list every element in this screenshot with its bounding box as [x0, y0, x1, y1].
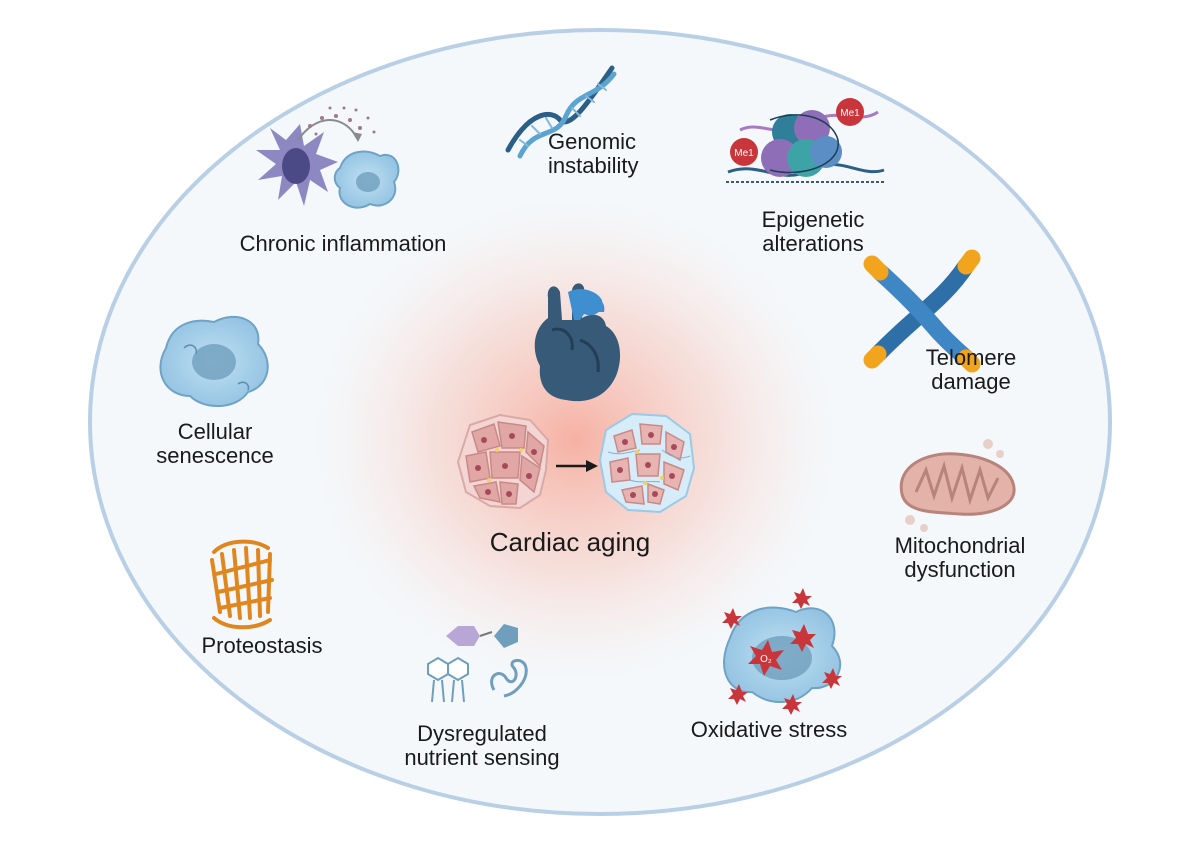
mitochondrion-icon: [899, 439, 1016, 532]
myocardium-young-icon: [456, 413, 550, 510]
label-mitochondrial-dysfunction: Mitochondrial dysfunction: [880, 534, 1040, 582]
label-line: dysfunction: [904, 557, 1016, 582]
label-line: Chronic inflammation: [239, 231, 447, 256]
label-epigenetic-alterations: Epigenetic alterations: [748, 208, 878, 256]
oxidative-cell-icon: [723, 606, 842, 704]
myocardium-aged-icon: [598, 412, 696, 514]
immune-cell-icon: [256, 124, 338, 206]
chromosome-icon: [863, 249, 981, 373]
nutrient-molecules-icon: [427, 624, 528, 703]
label-line: Cellular: [177, 419, 253, 444]
label-chronic-inflammation: Chronic inflammation: [228, 232, 458, 256]
label-line: Epigenetic: [761, 207, 865, 232]
ros-label: O₂: [760, 654, 772, 665]
label-nutrient-sensing: Dysregulated nutrient sensing: [392, 722, 572, 770]
label-line: alterations: [762, 231, 864, 256]
dna-helix-icon: [505, 65, 617, 159]
label-line: senescence: [156, 443, 274, 468]
label-line: Oxidative stress: [690, 717, 848, 742]
label-line: damage: [931, 369, 1011, 394]
nucleosome-icon: [726, 98, 885, 183]
label-line: Genomic: [548, 129, 637, 154]
label-cellular-senescence: Cellular senescence: [150, 420, 280, 468]
ros-burst-icons: [722, 588, 842, 715]
protein-barrel-icon: [210, 539, 274, 630]
label-line: Proteostasis: [201, 633, 323, 658]
label-telomere-damage: Telomere damage: [916, 346, 1026, 394]
label-cardiac-aging: Cardiac aging: [489, 527, 651, 557]
methyl-mark-left: Me1: [734, 148, 754, 159]
label-oxidative-stress: Oxidative stress: [684, 718, 854, 742]
cytokine-dots-icon: [308, 106, 376, 136]
label-line: instability: [548, 153, 639, 178]
label-line: nutrient sensing: [404, 745, 560, 770]
cytokine-arrow-icon: [297, 119, 362, 142]
target-cell-icon: [333, 150, 400, 209]
heart-icon: [534, 283, 621, 402]
progression-arrow: [556, 460, 598, 472]
label-line: Mitochondrial: [894, 533, 1026, 558]
label-line: Telomere: [925, 345, 1017, 370]
label-proteostasis: Proteostasis: [192, 634, 332, 658]
label-line: Dysregulated: [417, 721, 547, 746]
center-glow: [310, 195, 840, 685]
senescent-cell-icon: [159, 316, 269, 408]
label-genomic-instability: Genomic instability: [548, 130, 638, 178]
methyl-mark-right: Me1: [840, 108, 860, 119]
